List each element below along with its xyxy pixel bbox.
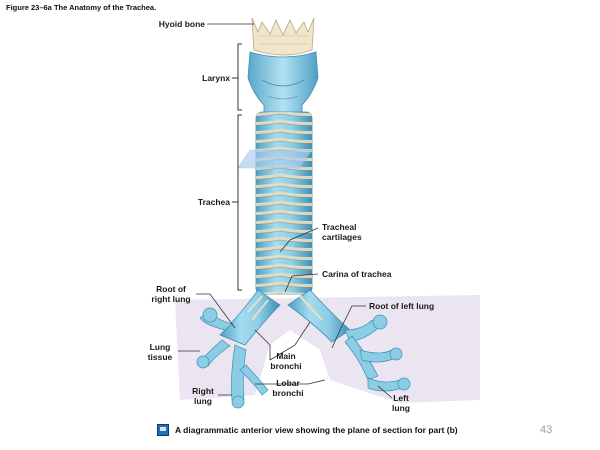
label-main-bronchi: Main bronchi: [266, 351, 306, 371]
label-lobar-bronchi: Lobar bronchi: [268, 378, 308, 398]
larynx-bracket: [232, 43, 242, 111]
label-hyoid-bone: Hyoid bone: [158, 19, 205, 29]
figure-title: Figure 23–6a The Anatomy of the Trachea.: [6, 3, 157, 12]
main-bronchi: [219, 289, 351, 346]
hyoid-bone: [251, 17, 315, 56]
label-left-lung: Left lung: [388, 393, 414, 413]
label-tracheal-cartilages-line2: cartilages: [322, 232, 362, 242]
label-root-of-right-lung-line1: Root of: [156, 284, 186, 294]
label-lobar-bronchi-line1: Lobar: [276, 378, 300, 388]
trachea-bracket: [232, 114, 242, 291]
label-right-lung-line2: lung: [194, 396, 212, 406]
figure-caption: A diagrammatic anterior view showing the…: [157, 424, 458, 436]
label-larynx: Larynx: [202, 73, 230, 83]
right-lobar-bronchi: [196, 307, 269, 409]
caption-text: A diagrammatic anterior view showing the…: [175, 425, 458, 435]
label-lobar-bronchi-line2: bronchi: [272, 388, 304, 398]
leader-lines: [178, 23, 393, 399]
label-right-lung-line1: Right: [192, 386, 214, 396]
label-left-lung-line1: Left: [393, 393, 409, 403]
label-root-of-right-lung: Root of right lung: [146, 284, 196, 304]
label-tracheal-cartilages: Tracheal cartilages: [322, 222, 362, 242]
label-root-of-right-lung-line2: right lung: [151, 294, 191, 304]
label-right-lung: Right lung: [188, 386, 218, 406]
trachea-tube: [255, 111, 313, 295]
plane-of-section: [237, 149, 313, 169]
left-lobar-bronchi: [344, 314, 411, 392]
larynx: [247, 51, 319, 116]
label-tracheal-cartilages-line1: Tracheal: [322, 222, 357, 232]
label-main-bronchi-line2: bronchi: [270, 361, 302, 371]
label-lung-tissue-line1: Lung: [149, 342, 171, 352]
label-lung-tissue-line2: tissue: [147, 352, 173, 362]
label-lung-tissue: Lung tissue: [142, 342, 178, 362]
page-number: 43: [540, 424, 553, 436]
label-main-bronchi-line1: Main: [276, 351, 296, 361]
label-root-of-left-lung: Root of left lung: [369, 301, 435, 311]
label-left-lung-line2: lung: [392, 403, 410, 413]
book-icon: [157, 424, 169, 436]
label-carina-of-trachea: Carina of trachea: [322, 269, 392, 279]
label-trachea: Trachea: [197, 197, 230, 207]
